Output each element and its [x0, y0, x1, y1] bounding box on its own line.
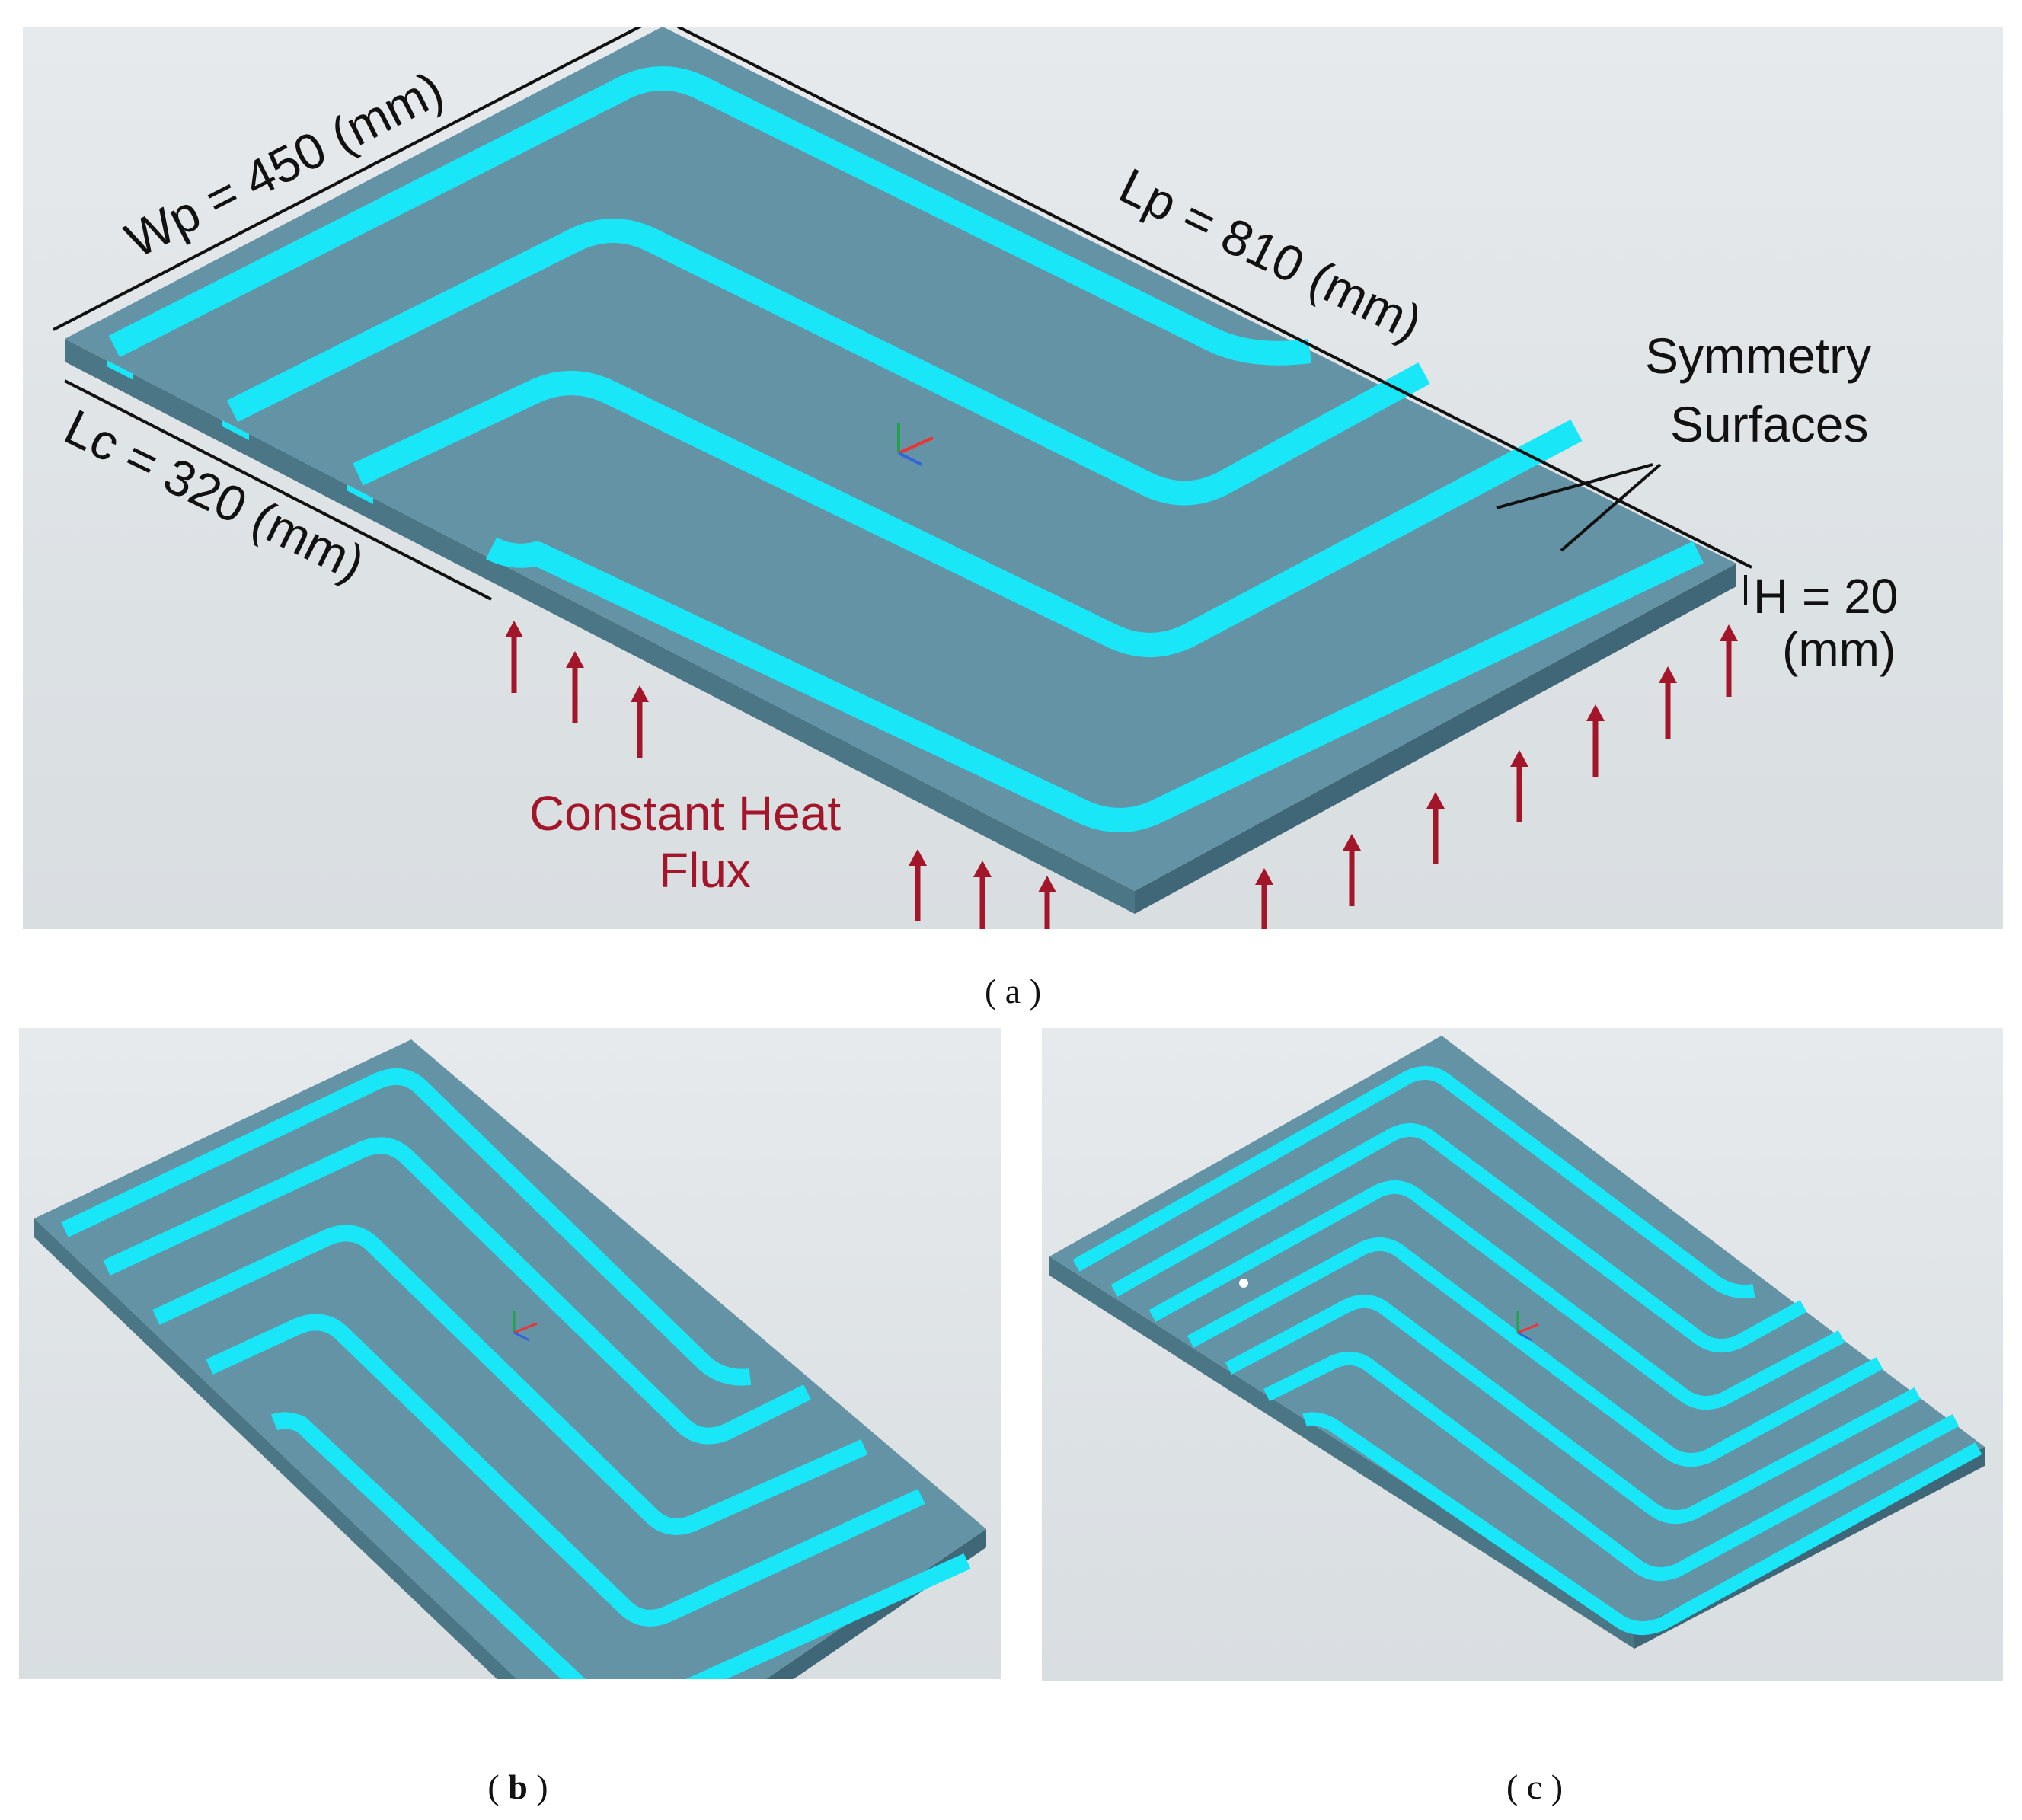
channel-5: [1225, 1294, 1921, 1525]
channel-4: [206, 1314, 925, 1627]
channel-7: [1302, 1412, 1982, 1635]
channel-1: [1072, 1065, 1755, 1298]
heat-arrow-head-13: [1720, 624, 1738, 641]
marker-dot: [1239, 1279, 1248, 1288]
caption-c: ( c ): [1506, 1767, 1564, 1806]
dimension-line-lc: [64, 379, 492, 601]
heat-flux-arrows: [505, 621, 1738, 929]
heat-arrow-head-6: [1038, 876, 1056, 892]
channel-5: [270, 1412, 971, 1679]
caption-b-close: ): [536, 1767, 548, 1806]
channel-3: [1148, 1180, 1845, 1410]
heat-arrow-head-5: [973, 861, 992, 877]
heat-arrow-head-3: [631, 685, 649, 702]
channel-1: [61, 1068, 752, 1386]
heat-arrow-head-2: [566, 651, 584, 668]
panel-a-drawing: Wp = 450 (mm) Lp = 810 (mm) Lc = 320 (mm…: [53, 27, 1898, 929]
channel-1: [108, 66, 1312, 366]
channel-inlet-3: [347, 484, 373, 504]
channel-2: [103, 1137, 811, 1445]
plate-side-face: [1135, 564, 1736, 914]
panel-b-drawing: [34, 1039, 986, 1679]
caption-b-open: (: [487, 1767, 500, 1806]
axis-triad-icon: [513, 1311, 538, 1342]
label-h-line2: (mm): [1782, 622, 1896, 677]
channel-inlet-1: [107, 360, 133, 380]
heat-arrow-head-8: [1343, 834, 1361, 851]
channel-2: [1110, 1122, 1807, 1353]
heat-arrow-head-10: [1510, 750, 1528, 767]
label-symmetry-line2: Surfaces: [1670, 396, 1868, 452]
plate-front-face: [1049, 1256, 1634, 1649]
channel-4: [1187, 1237, 1883, 1467]
symmetry-leader-2: [1560, 463, 1662, 552]
heat-arrow-head-4: [909, 849, 927, 866]
heat-arrow-head-12: [1659, 666, 1677, 683]
label-heat-flux-line2: Flux: [659, 843, 751, 898]
channel-6: [1263, 1351, 1960, 1582]
panel-c-drawing: [1049, 1036, 1985, 1649]
panel-b: [19, 1028, 1001, 1679]
caption-b: ( b ): [487, 1767, 548, 1807]
axis-triad-icon: [897, 423, 934, 466]
heat-arrow-head-7: [1255, 868, 1273, 885]
heat-arrow-head-11: [1586, 704, 1605, 721]
heat-arrow-head-1: [505, 621, 523, 637]
dimension-line-wp: [53, 27, 644, 331]
dimension-line-lp: [677, 27, 1752, 569]
panel-a: Wp = 450 (mm) Lp = 810 (mm) Lc = 320 (mm…: [23, 27, 2003, 929]
label-h-line1: H = 20: [1753, 569, 1898, 624]
label-symmetry-line1: Symmetry: [1645, 327, 1871, 384]
caption-a: ( a ): [984, 972, 1042, 1011]
axis-triad-icon: [1516, 1311, 1539, 1342]
channel-4: [485, 537, 1704, 832]
plate-top-face: [65, 27, 1736, 891]
panel-c: [1042, 1028, 2003, 1681]
channel-inlet-2: [222, 420, 249, 440]
heat-arrow-head-9: [1426, 792, 1445, 809]
channel-3: [353, 371, 1583, 657]
label-heat-flux-line1: Constant Heat: [529, 786, 841, 841]
channel-3: [152, 1225, 868, 1535]
channel-2: [226, 219, 1430, 506]
symmetry-leader-1: [1496, 463, 1653, 509]
caption-b-letter: b: [508, 1767, 528, 1806]
plate-front-face: [65, 339, 1135, 914]
